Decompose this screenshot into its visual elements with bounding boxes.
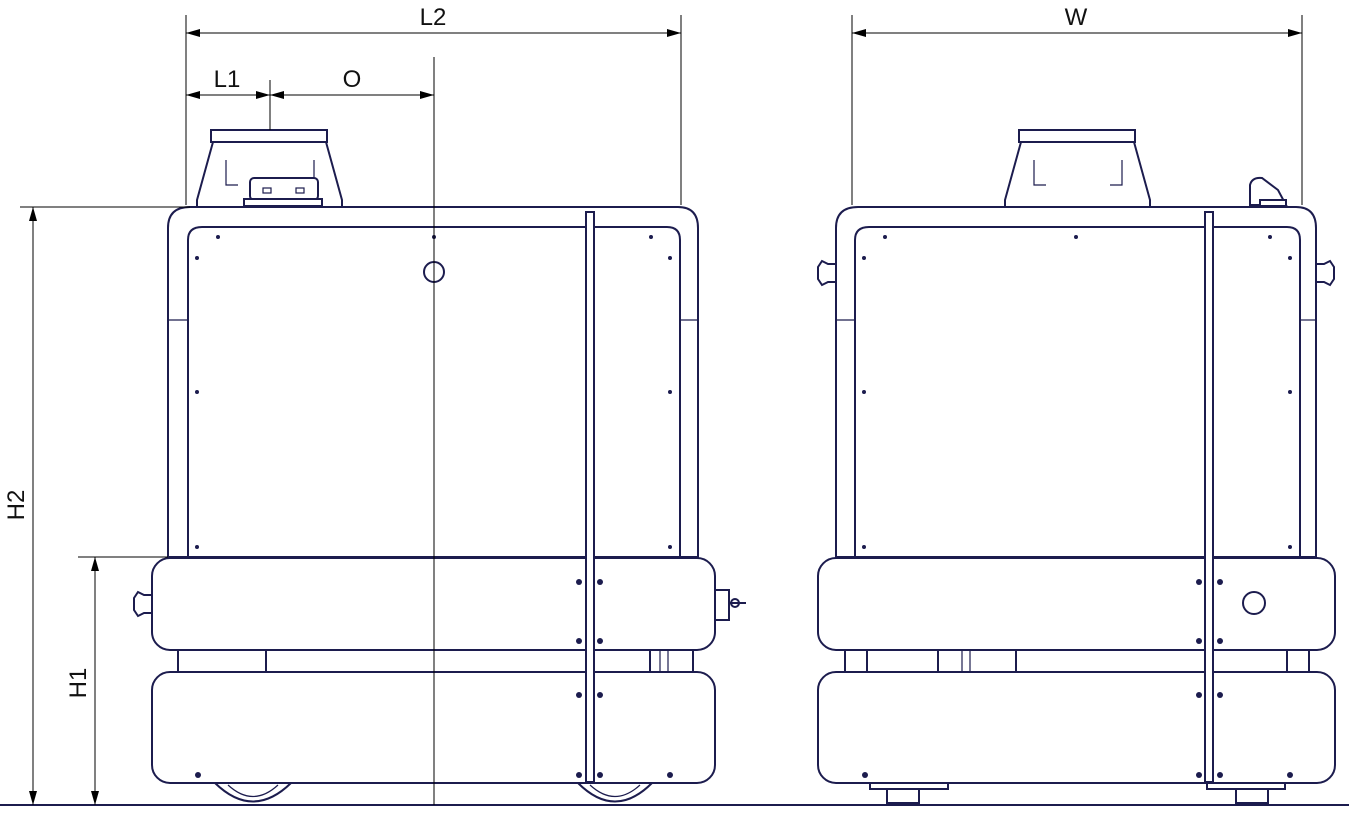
- connector: [249, 177, 319, 201]
- dim-label-l2: L2: [420, 4, 447, 31]
- top-unit: [196, 129, 343, 208]
- dim-label-l1: L1: [214, 66, 241, 93]
- dim-label-o: O: [343, 66, 362, 93]
- side-view: [133, 57, 746, 805]
- panel-bolts-front: [862, 235, 1293, 778]
- key-switch: [714, 589, 746, 621]
- bumper-front: [817, 557, 1336, 651]
- top-unit-front: [1004, 129, 1151, 208]
- dim-label-w: W: [1065, 4, 1088, 31]
- port-circle-front: [1242, 591, 1266, 615]
- body-frame-front: [835, 206, 1317, 558]
- vertical-post: [585, 211, 595, 783]
- emergency-button: [1249, 176, 1288, 206]
- wheel-rear: [177, 649, 294, 803]
- knob-right: [1315, 259, 1335, 287]
- front-view: [817, 129, 1336, 804]
- dimensions-right: W: [851, 4, 1303, 205]
- panel-bolts: [195, 235, 673, 778]
- vertical-post-front: [1204, 211, 1214, 783]
- dimensions-left: L2 L1 O H2 H1: [3, 4, 682, 805]
- knob-left: [817, 259, 837, 287]
- side-knob: [133, 590, 153, 618]
- dim-label-h1: H1: [65, 668, 92, 699]
- body-frame: [167, 206, 699, 558]
- lower-base-front: [817, 671, 1336, 784]
- dim-label-h2: H2: [3, 490, 30, 521]
